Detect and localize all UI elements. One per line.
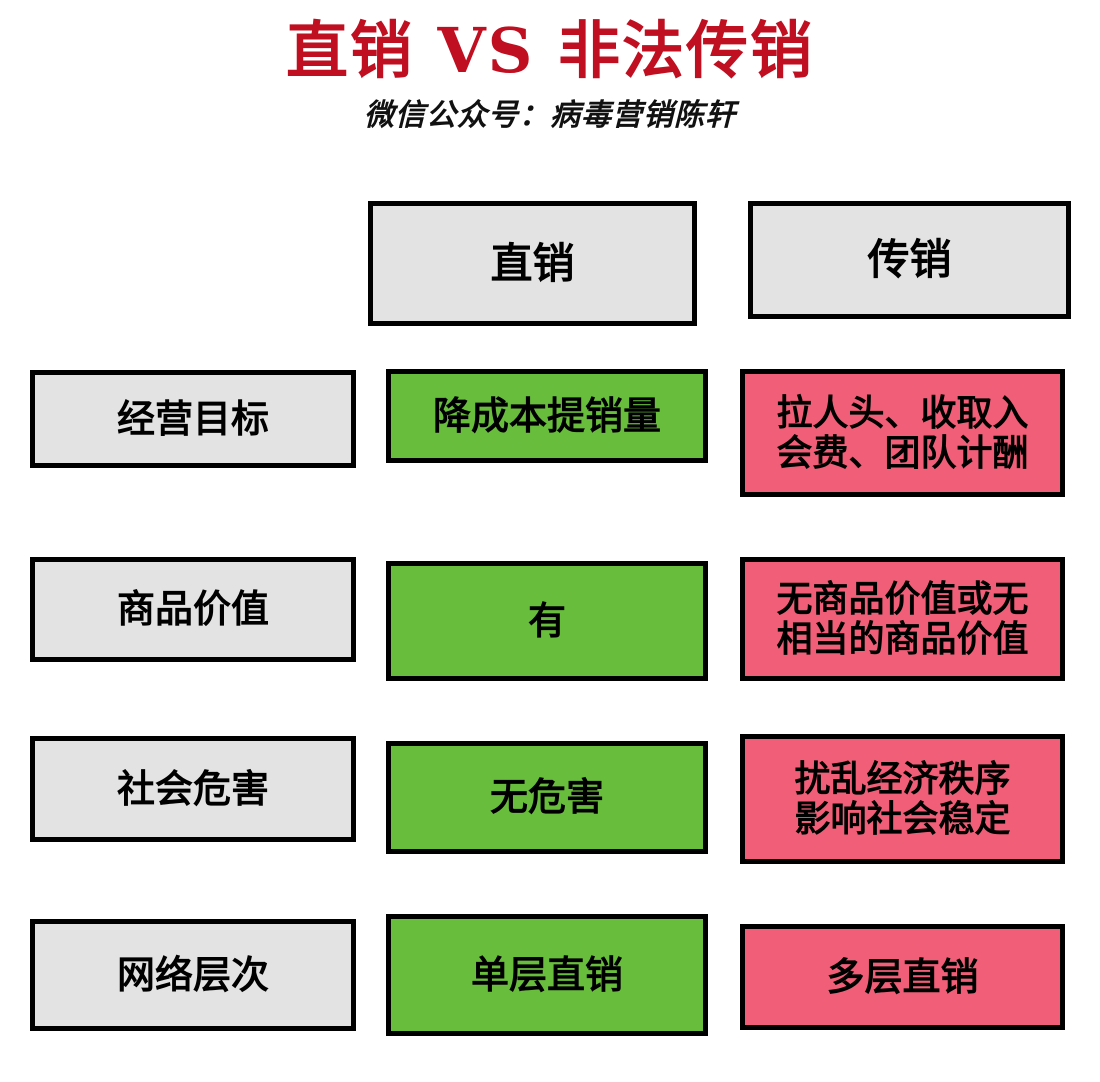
direct-selling-cell-label: 降成本提销量	[432, 392, 661, 438]
direct-selling-cell: 无危害	[386, 741, 708, 854]
direct-selling-cell: 有	[386, 561, 708, 681]
column-header-direct-selling-label: 直销	[490, 238, 575, 288]
direct-selling-cell: 降成本提销量	[386, 369, 708, 463]
direct-selling-cell: 单层直销	[386, 914, 708, 1036]
direct-selling-cell-label: 单层直销	[470, 951, 623, 997]
criteria-cell: 商品价值	[30, 557, 356, 662]
criteria-cell: 经营目标	[30, 370, 356, 468]
pyramid-selling-cell-label: 多层直销	[826, 953, 979, 999]
page-subtitle: 微信公众号：病毒营销陈轩	[364, 97, 736, 133]
pyramid-selling-cell-label: 无商品价值或无 相当的商品价值	[776, 577, 1029, 660]
pyramid-selling-cell: 无商品价值或无 相当的商品价值	[740, 557, 1065, 681]
direct-selling-cell-label: 有	[527, 597, 566, 643]
column-header-pyramid-selling: 传销	[748, 201, 1071, 319]
column-header-pyramid-selling-label: 传销	[867, 235, 952, 285]
criteria-cell-label: 经营目标	[116, 395, 269, 441]
pyramid-selling-cell: 扰乱经济秩序 影响社会稳定	[740, 734, 1065, 864]
criteria-cell: 网络层次	[30, 919, 356, 1031]
pyramid-selling-cell-label: 拉人头、收取入 会费、团队计酬	[776, 391, 1029, 474]
page-title: 直销 VS 非法传销	[285, 14, 815, 87]
direct-selling-cell-label: 无危害	[489, 774, 604, 820]
criteria-cell-label: 网络层次	[116, 951, 269, 997]
pyramid-selling-cell: 拉人头、收取入 会费、团队计酬	[740, 369, 1065, 497]
pyramid-selling-cell: 多层直销	[740, 924, 1065, 1030]
title-block: 直销 VS 非法传销 微信公众号：病毒营销陈轩	[0, 0, 1100, 132]
column-header-direct-selling: 直销	[368, 201, 697, 326]
criteria-cell: 社会危害	[30, 736, 356, 842]
criteria-cell-label: 社会危害	[116, 765, 269, 811]
criteria-cell-label: 商品价值	[116, 586, 269, 632]
pyramid-selling-cell-label: 扰乱经济秩序 影响社会稳定	[794, 757, 1011, 840]
